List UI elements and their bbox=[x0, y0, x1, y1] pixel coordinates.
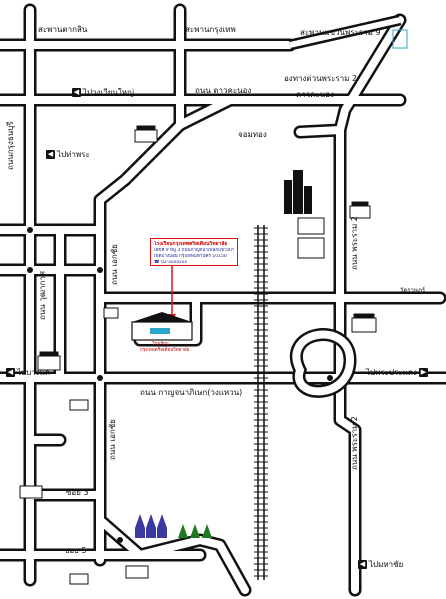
dao-khanong-label: ดาวคะนอง bbox=[296, 90, 335, 99]
arrow-left-icon: ◀ bbox=[46, 150, 55, 159]
to-bang-khae-label: ◀ไปบางแค bbox=[4, 368, 50, 378]
temple-icon bbox=[284, 170, 312, 214]
bridge-krungthep-label: สะพานกรุงเทพ bbox=[185, 25, 236, 34]
to-wongwian-yai-label: ◀ไปวงเวียนใหญ่ bbox=[70, 88, 134, 98]
bridge-rama9-label: สะพานแขวนพระราม 9 bbox=[300, 28, 381, 37]
left-road-mid-label: ถนน วุฒากาศ bbox=[38, 271, 47, 320]
dao-khanong-road-label: ถนน ดาวคะนอง bbox=[195, 86, 252, 95]
to-mahachai-label: ◀ไปมหาชัย bbox=[356, 560, 403, 570]
to-tha-phra-label: ◀ไปท่าพระ bbox=[44, 150, 90, 160]
rat-phatthana-label: วัดราษฎร์ bbox=[400, 287, 426, 294]
school-info-box: โรงเรียนกรุงเทพคริสเตียนวิทยาลัย เลขที่ … bbox=[150, 238, 238, 266]
info-address-1: เลขที่ 9 หมู่ 3 ถนนกาญจนาภิเษกแขวงบางบอน bbox=[154, 248, 234, 253]
expressway-rama2-label: องทางด่วนพระราม 2 bbox=[284, 74, 358, 83]
school-label-2: กรุงเทพคริสเตียนวิทยาลัย bbox=[140, 348, 190, 353]
arrow-left-icon: ◀ bbox=[358, 560, 367, 569]
to-phra-pradaeng-text: ไปพระประแดง bbox=[366, 368, 417, 377]
arrow-left-icon: ◀ bbox=[72, 88, 81, 97]
to-wongwian-yai-text: ไปวงเวียนใหญ่ bbox=[83, 88, 134, 97]
railway-icon bbox=[254, 225, 268, 580]
soi-3-label: ซอย 3 bbox=[66, 488, 89, 497]
building-icon bbox=[19, 125, 377, 585]
tree-icon bbox=[178, 524, 212, 538]
arrow-left-icon: ◀ bbox=[6, 368, 15, 377]
info-title: โรงเรียนกรุงเทพคริสเตียนวิทยาลัย bbox=[154, 241, 228, 247]
interchange-loop bbox=[290, 328, 357, 398]
road-network bbox=[0, 3, 446, 597]
church-building bbox=[135, 514, 167, 538]
school-building bbox=[131, 312, 193, 341]
phet-road-label: ถนน เอกชัย bbox=[110, 244, 119, 285]
junction-markers bbox=[27, 227, 333, 543]
info-phone: ☎ 02-xxxxxxx bbox=[154, 260, 188, 265]
arrow-right-icon: ▶ bbox=[418, 368, 428, 377]
chom-thong-label: จอมทอง bbox=[238, 130, 267, 139]
rama2-road-top-label: ถนน พระราม 2 bbox=[350, 216, 359, 270]
bridge-icon bbox=[288, 14, 408, 51]
to-tha-phra-text: ไปท่าพระ bbox=[57, 150, 90, 159]
to-mahachai-text: ไปมหาชัย bbox=[369, 560, 404, 569]
bridge-taksin-label: สะพานตากสิน bbox=[38, 25, 88, 34]
info-address-2: เขตบางบอน กรุงเทพมหานคร 10150 bbox=[154, 254, 227, 259]
left-vertical-road-label: ถนนกรุงธนบุรี bbox=[6, 121, 15, 170]
school-label-1: โรงเรียน bbox=[152, 342, 169, 347]
soi-5-label: ซอย 5 bbox=[64, 546, 87, 555]
kanchana-road-label: ถนน กาญจนาภิเษก(วงแหวน) bbox=[140, 388, 243, 397]
ekkachai-lower-label: ถนน เอกชัย bbox=[108, 419, 117, 460]
rama2-road-bottom-label: ถนน พระราม 2 bbox=[350, 416, 359, 470]
to-bang-khae-text: ไปบางแค bbox=[17, 368, 51, 377]
to-phra-pradaeng-label: ไปพระประแดง▶ bbox=[366, 368, 430, 378]
